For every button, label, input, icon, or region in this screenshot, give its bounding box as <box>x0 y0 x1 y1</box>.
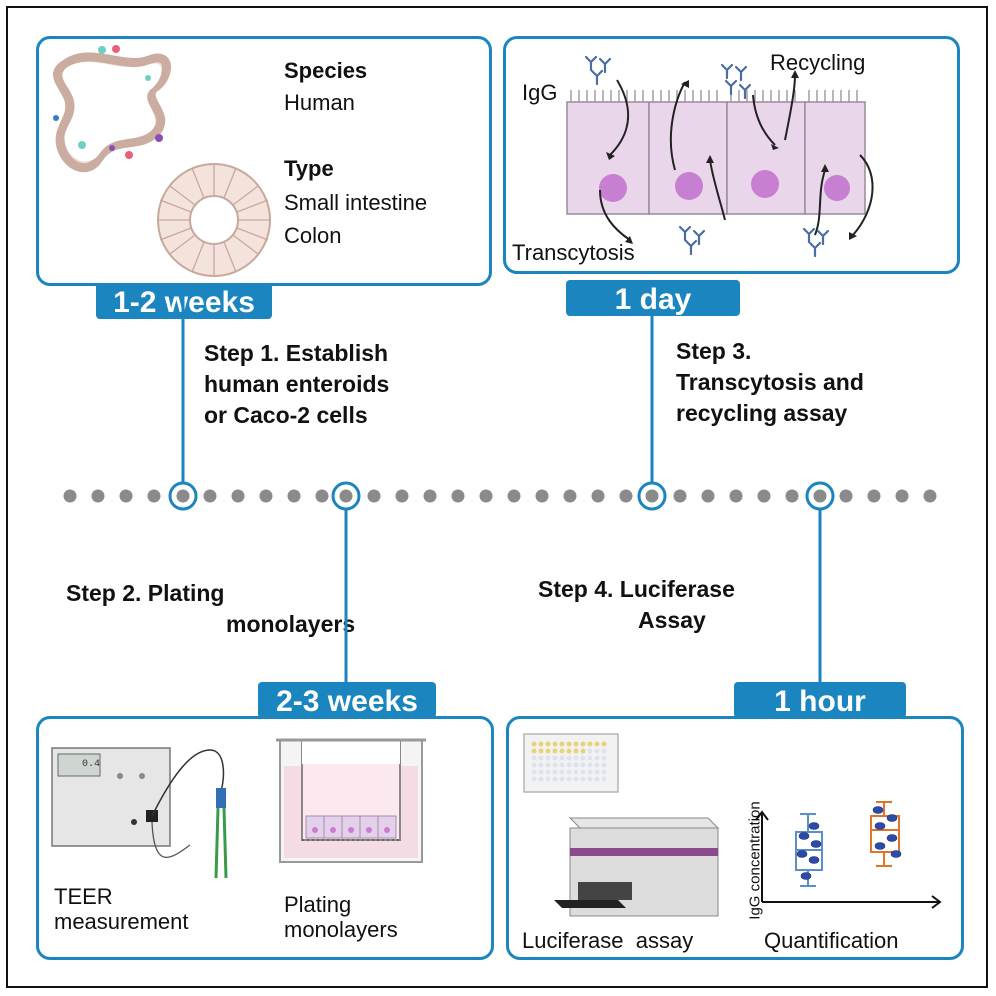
duration-badge-2-3-weeks: 2-3 weeks <box>258 682 436 718</box>
step1-line1: Step 1. Establish <box>204 340 389 366</box>
timeline-dots <box>63 489 937 503</box>
enteroid-illustration <box>53 45 271 277</box>
luciferase-assay-label: Luciferase assay <box>522 928 694 953</box>
step4-line1: Step 4. Luciferase <box>538 576 735 602</box>
teer-label-line2: measurement <box>54 909 189 935</box>
step1-line3: or Caco-2 cells <box>204 402 368 428</box>
recycling-label: Recycling <box>770 50 866 75</box>
plating-label-line1: Plating <box>284 892 352 917</box>
step1-text: Step 1. Establish human enteroids or Cac… <box>204 338 389 431</box>
plate-reader-illustration <box>523 733 720 917</box>
plating-label: Plating monolayers <box>284 892 398 943</box>
type-value-colon: Colon <box>284 223 342 248</box>
plating-label-line2: monolayers <box>284 917 398 943</box>
yaxis-label: IgG concentration <box>746 801 764 920</box>
step4-line2: Assay <box>638 607 706 633</box>
figure-frame <box>6 6 988 988</box>
teer-meter-display: 0.4 <box>81 759 100 770</box>
step4-text: Step 4. Luciferase Assay <box>538 574 735 636</box>
step3-line2: Transcytosis and <box>676 369 864 395</box>
duration-badge-1-day: 1 day <box>566 280 740 316</box>
teer-meter-illustration <box>51 747 228 879</box>
epithelial-cells-illustration <box>566 55 874 258</box>
step3-text: Step 3. Transcytosis and recycling assay <box>676 336 864 429</box>
quantification-label: Quantification <box>764 928 899 953</box>
teer-label-line1: TEER <box>54 884 113 909</box>
duration-badge-1-hour: 1 hour <box>734 682 906 718</box>
step1-line2: human enteroids <box>204 371 390 397</box>
species-value: Human <box>284 90 355 115</box>
box-orange <box>870 801 900 867</box>
igg-label: IgG <box>522 80 558 105</box>
type-heading: Type <box>284 156 334 181</box>
step3-line1: Step 3. <box>676 338 752 364</box>
step2-line1: Step 2. Plating <box>66 580 225 606</box>
step2-text: Step 2. Plating monolayers <box>66 578 355 640</box>
species-heading: Species <box>284 58 368 83</box>
step2-line2: monolayers <box>226 611 356 637</box>
type-value-small-intestine: Small intestine <box>284 190 428 215</box>
step3-line3: recycling assay <box>676 400 848 426</box>
quantification-chart <box>755 801 942 909</box>
teer-label: TEER measurement <box>54 884 189 935</box>
transcytosis-label: Transcytosis <box>512 240 635 265</box>
transwell-illustration <box>276 738 426 863</box>
